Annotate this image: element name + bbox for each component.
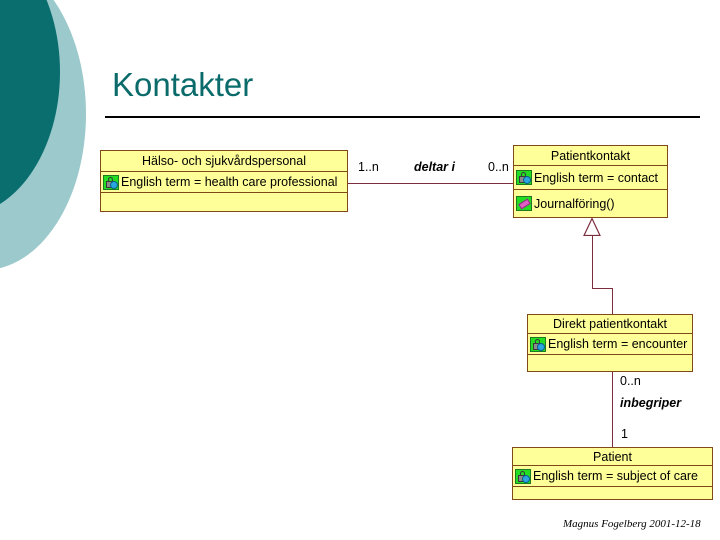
operation-icon	[516, 196, 532, 211]
class-name-health-care-professional: Hälso- och sjukvårdspersonal	[101, 151, 347, 172]
class-attribute-text-patient-contact: English term = contact	[534, 170, 659, 185]
multiplicity-deltar-i-source: 1..n	[358, 160, 379, 174]
class-operation-text-patient-contact: Journalföring()	[534, 196, 615, 211]
class-attribute-text-health-care-professional: English term = health care professional	[121, 175, 338, 189]
multiplicity-inbegriper-source: 0..n	[620, 374, 641, 388]
association-label-deltar-i: deltar i	[414, 160, 455, 174]
title-divider	[105, 116, 700, 118]
class-box-patient[interactable]: Patient English term = subject of care	[512, 447, 713, 500]
lock-attribute-icon	[516, 170, 532, 185]
association-label-inbegriper: inbegriper	[620, 396, 682, 410]
class-attribute-text-direct-patient-contact: English term = encounter	[548, 337, 688, 351]
class-attribute-row-patient: English term = subject of care	[513, 466, 712, 487]
class-box-health-care-professional[interactable]: Hälso- och sjukvårdspersonal English ter…	[100, 150, 348, 212]
class-attribute-row-patient-contact: English term = contact	[514, 166, 667, 190]
class-operation-row-patient-contact: Journalföring()	[514, 190, 667, 217]
class-box-direct-patient-contact[interactable]: Direkt patientkontakt English term = enc…	[527, 314, 693, 372]
class-name-direct-patient-contact: Direkt patientkontakt	[528, 315, 692, 334]
association-line-deltar-i	[348, 183, 514, 184]
class-attribute-row-direct-patient-contact: English term = encounter	[528, 334, 692, 355]
author-date-footer: Magnus Fogelberg 2001-12-18	[563, 518, 701, 530]
class-operations-compartment-direct-patient-contact	[528, 355, 692, 371]
generalization-line-vertical-upper	[592, 235, 593, 288]
multiplicity-inbegriper-target: 1	[621, 427, 628, 441]
association-line-inbegriper	[612, 372, 613, 447]
class-operations-compartment-health-care-professional	[101, 193, 347, 211]
multiplicity-deltar-i-target: 0..n	[488, 160, 509, 174]
lock-attribute-icon	[515, 468, 531, 484]
lock-attribute-icon	[530, 336, 546, 352]
class-name-patient: Patient	[513, 448, 712, 466]
lock-attribute-icon	[103, 174, 119, 190]
generalization-arrow	[583, 217, 601, 237]
generalization-line-horizontal	[592, 288, 613, 289]
page-title: Kontakter	[112, 66, 254, 103]
class-operations-compartment-patient	[513, 487, 712, 499]
generalization-line-vertical-lower	[612, 288, 613, 314]
class-name-patient-contact: Patientkontakt	[514, 146, 667, 166]
class-attribute-row-health-care-professional: English term = health care professional	[101, 172, 347, 193]
class-attribute-text-patient: English term = subject of care	[533, 469, 699, 483]
class-box-patient-contact[interactable]: Patientkontakt English term = contact Jo…	[513, 145, 668, 218]
